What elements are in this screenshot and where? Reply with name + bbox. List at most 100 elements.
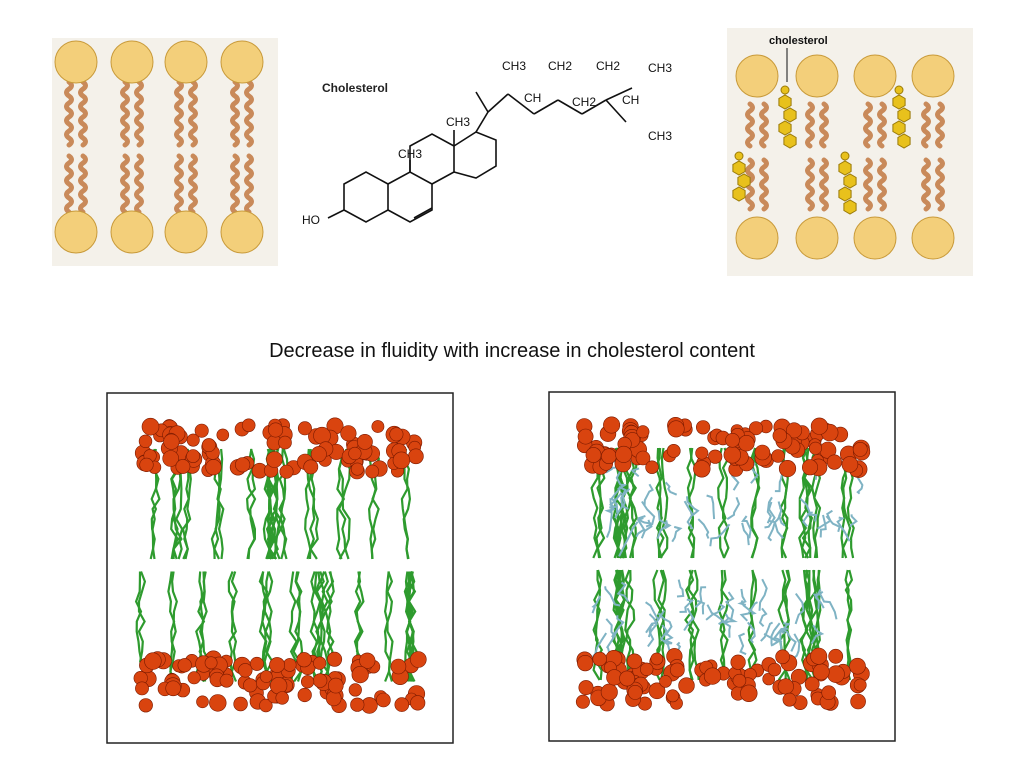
simulated-lipid-tail [721,447,730,559]
simulated-headgroup [356,434,373,450]
lipid-tail [120,153,130,215]
simulated-headgroup [390,658,407,675]
simulated-headgroup [667,420,685,438]
phospholipid-head [911,216,955,260]
simulated-cholesterol [709,523,731,547]
simulated-cholesterol [604,586,621,607]
simulated-headgroup [627,684,643,700]
lipid-tail [230,79,240,148]
simulated-cholesterol [656,520,669,540]
lipid-tail [921,157,931,212]
simulated-cholesterol [630,467,640,477]
simulated-cholesterol [770,622,781,647]
simulated-headgroup [165,680,181,697]
simulated-headgroup [639,662,654,676]
simulated-headgroup [296,652,312,668]
simulated-headgroup [175,459,191,474]
cholesterol-ring [737,173,751,189]
lipid-tail [120,79,130,148]
cholesterol-hydroxyl [780,85,790,95]
cholesterol-ring [778,94,792,110]
simulated-headgroup [695,446,709,460]
cholesterol-ring [778,120,792,136]
simulated-headgroup [282,658,297,672]
simulated-headgroup [201,438,216,453]
simulated-headgroup [723,446,742,464]
simulated-cholesterol [747,621,756,644]
cholesterol-ring [838,160,852,176]
simulated-cholesterol [706,494,716,520]
simulated-headgroup [804,676,820,692]
cholesterol-ring [783,107,797,123]
simulated-cholesterol [772,627,788,644]
simulation-cholesterol-bilayer [548,391,896,742]
simulated-headgroup [313,656,327,670]
simulated-headgroup [408,448,424,465]
simulated-headgroup [578,680,594,696]
simulated-headgroup [138,434,153,448]
simulated-cholesterol [683,607,695,632]
methyl-label-side-1: CH3 [502,59,526,73]
simulated-headgroup [187,671,201,685]
simulated-cholesterol [611,615,625,638]
simulated-headgroup [186,433,200,447]
methylene-label-2: CH2 [596,59,620,73]
simulated-headgroup [603,416,621,434]
cholesterol-hydroxyl [734,151,744,161]
simulated-cholesterol [643,483,654,505]
simulated-cholesterol [610,484,624,513]
simulated-cholesterol [724,591,735,620]
simulated-headgroup [659,675,672,688]
lipid-tail [64,153,74,215]
simulated-headgroup [297,687,312,703]
lipid-tail [64,79,74,148]
methyl-label-ring-a: CH3 [398,147,422,161]
simulated-lipid-tail [337,448,347,560]
simulated-cholesterol [697,518,710,539]
simulated-headgroup [410,695,426,711]
simulated-lipid-tail [167,571,176,682]
simulated-headgroup [340,425,357,442]
lipid-tail [759,157,769,212]
methyl-label-side-2: CH3 [648,61,672,75]
simulated-headgroup [376,692,391,708]
lipid-tail [863,157,873,212]
simulated-headgroup [312,673,328,688]
lipid-tail [759,101,769,149]
simulated-cholesterol [664,481,678,496]
lipid-tail [805,101,815,149]
simulated-cholesterol [659,624,671,652]
cholesterol-ring [892,94,906,110]
simulated-cholesterol [766,496,773,524]
simulated-cholesterol [836,516,851,542]
phospholipid-head [220,40,264,84]
cholesterol-bilayer-illustration: cholesterol [727,28,973,276]
simulated-headgroup [762,672,775,686]
lipid-tail [78,79,88,148]
cholesterol-structure-diagram: Cholesterol HO CH3 CH3 CH3 CH3 CH3 CH2 C… [302,59,672,227]
simulated-cholesterol [781,628,797,652]
simulated-headgroup [162,450,179,467]
phospholipid-head [164,210,208,254]
simulated-cholesterol [641,500,656,528]
simulated-headgroup [365,464,380,479]
simulated-headgroup [238,663,253,678]
simulated-headgroup [648,682,666,700]
simulated-cholesterol [645,609,665,634]
simulated-headgroup [186,449,200,463]
lipid-tail [819,101,829,149]
simulated-cholesterol [780,622,790,635]
cholesterol-ring [897,107,911,123]
simulated-headgroup [233,696,248,712]
simulated-cholesterol [635,517,646,538]
simulated-headgroup [327,651,343,667]
simulated-headgroup [350,697,365,712]
simulated-lipid-tail [383,571,394,682]
simulated-headgroup [730,654,746,670]
simulated-cholesterol [806,511,818,522]
lipid-tail [244,79,254,148]
lipid-tail [935,157,945,212]
simulated-headgroup [310,446,327,463]
simulated-headgroup [841,456,859,473]
simulated-headgroup [786,422,803,439]
